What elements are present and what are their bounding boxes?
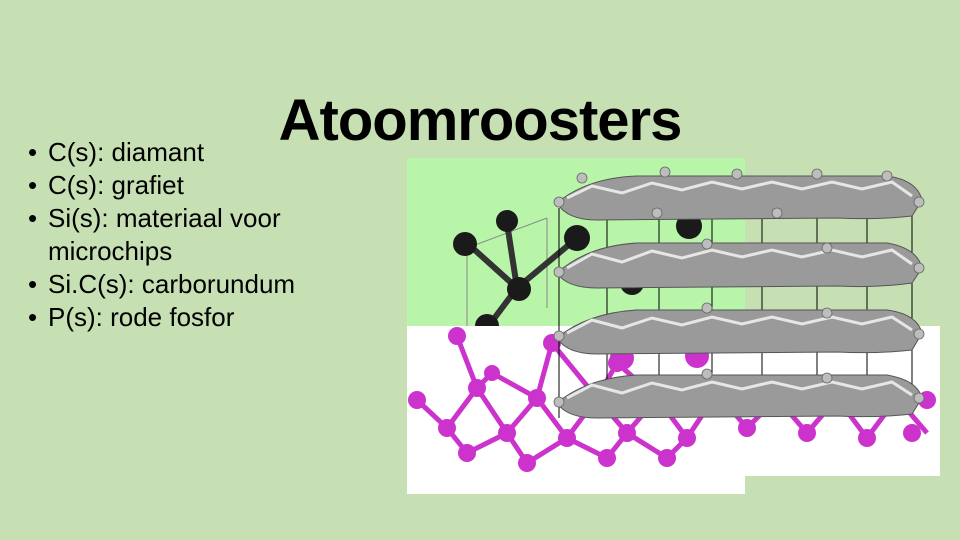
bullet-item: Si(s): materiaal voor microchips xyxy=(28,202,408,268)
bullet-item: P(s): rode fosfor xyxy=(28,301,408,334)
bullet-item: Si.C(s): carborundum xyxy=(28,268,408,301)
graphite-layers-image xyxy=(553,166,925,419)
bullet-item: C(s): diamant xyxy=(28,136,408,169)
bullet-list: C(s): diamant C(s): grafiet Si(s): mater… xyxy=(28,136,408,334)
lattice-images xyxy=(407,158,942,494)
bullet-item: C(s): grafiet xyxy=(28,169,408,202)
